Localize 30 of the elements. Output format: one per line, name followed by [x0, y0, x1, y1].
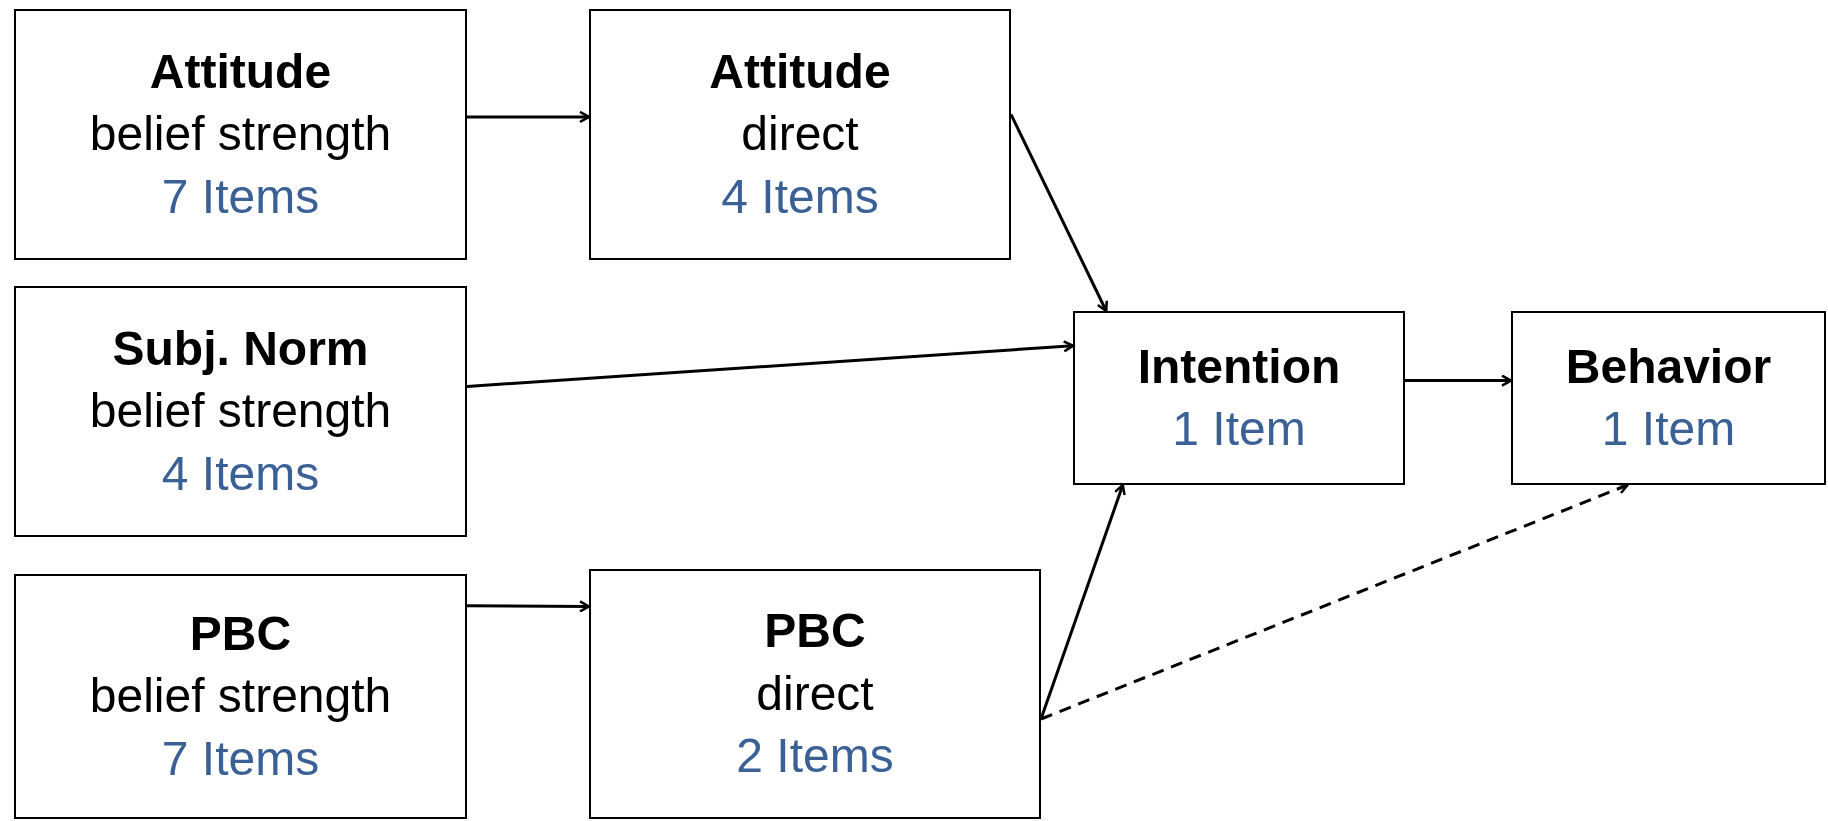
- arrow: [1405, 374, 1513, 387]
- node-title: Attitude: [149, 43, 332, 100]
- node-title: Attitude: [709, 43, 891, 100]
- node-box: [589, 569, 1041, 819]
- node-title: Subj. Norm: [112, 320, 369, 377]
- item-count: 4 Items: [161, 445, 320, 502]
- arrow: [466, 340, 1075, 388]
- node-box: [14, 286, 467, 537]
- node-box: [1511, 311, 1826, 485]
- item-count: 4 Items: [721, 168, 879, 225]
- node-subtitle: direct: [741, 106, 859, 163]
- item-count: 1 Item: [1601, 401, 1736, 457]
- node-subtitle: direct: [756, 665, 874, 722]
- node-box: [589, 9, 1011, 260]
- node-box: [1073, 311, 1405, 485]
- node-subtitle: belief strength: [89, 383, 392, 440]
- node-title: PBC: [764, 603, 866, 660]
- arrow: [467, 600, 591, 613]
- node-title: Intention: [1137, 338, 1341, 395]
- node-subtitle: belief strength: [89, 106, 392, 163]
- item-count: 7 Items: [161, 168, 320, 225]
- node-box: [14, 9, 467, 260]
- node-title: Behavior: [1565, 338, 1772, 395]
- item-count: 2 Items: [736, 728, 894, 785]
- arrow: [467, 110, 591, 124]
- item-count: 7 Items: [161, 730, 320, 787]
- node-title: PBC: [189, 605, 292, 662]
- node-subtitle: belief strength: [89, 668, 392, 725]
- item-count: 1 Item: [1172, 401, 1306, 457]
- node-box: [14, 574, 467, 819]
